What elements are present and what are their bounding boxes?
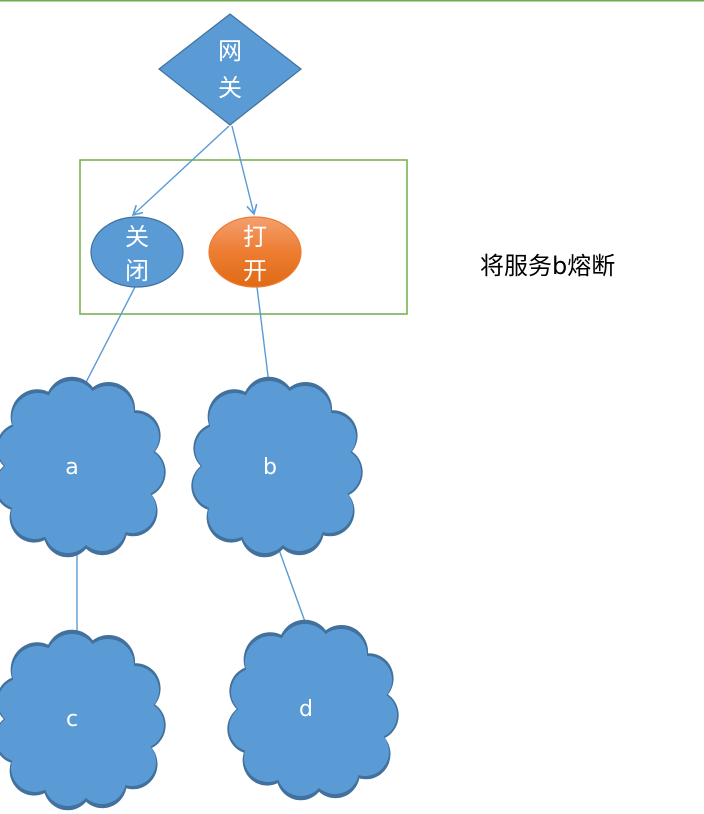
arrow-gateway-to-open: [231, 125, 258, 216]
service-a-label: a: [65, 455, 78, 480]
breaker-open-node: 打 开: [208, 216, 302, 288]
breaker-frame: [79, 159, 408, 315]
arrow-open-to-b: [256, 286, 275, 394]
service-d-node: d: [227, 619, 399, 801]
service-d-label: d: [299, 697, 313, 722]
service-a-node: a: [0, 376, 166, 558]
arrow-closed-to-a: [77, 286, 136, 398]
breaker-open-ellipse: [208, 216, 302, 288]
service-b-node: b: [191, 376, 363, 558]
breaker-open-label-line2: 开: [243, 257, 267, 285]
gateway-diamond: [158, 13, 302, 126]
breaker-open-label-line1: 打: [243, 223, 267, 251]
service-c-node: c: [0, 629, 166, 811]
gateway-label-line2: 关: [218, 74, 242, 102]
breaker-closed-ellipse: [90, 216, 184, 288]
breaker-closed-label-line2: 闭: [125, 257, 149, 285]
service-b-label: b: [263, 455, 277, 480]
breaker-closed-label-line1: 关: [125, 223, 149, 251]
breaker-closed-node: 关 闭: [90, 216, 184, 288]
gateway-label-line1: 网: [218, 37, 242, 65]
caption-text: 将服务b熔断: [480, 252, 615, 280]
arrow-gateway-to-closed: [131, 125, 230, 217]
gateway-node: 网 关: [158, 13, 302, 126]
service-c-label: c: [66, 707, 78, 732]
